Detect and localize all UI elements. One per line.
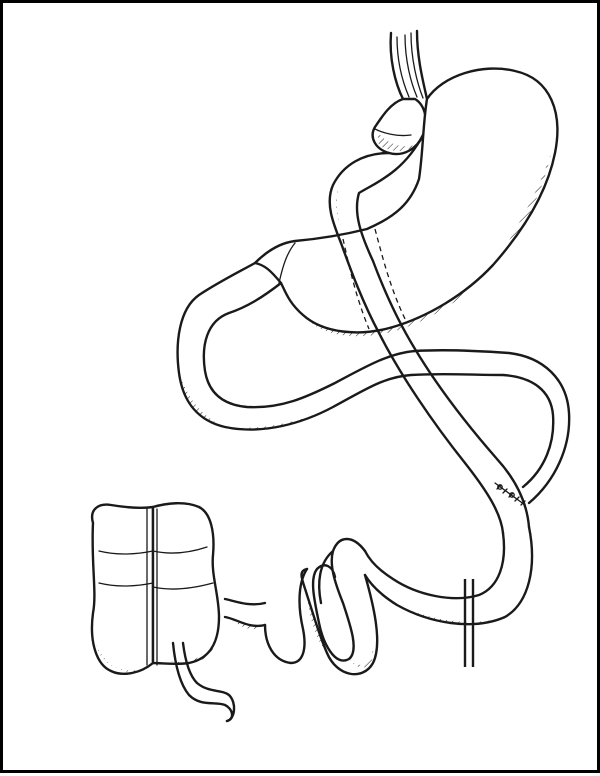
common-channel — [365, 527, 532, 624]
gastric-bypass-diagram — [3, 3, 600, 776]
cecum — [92, 503, 219, 674]
esophagus — [391, 31, 427, 99]
ileum — [225, 539, 377, 674]
